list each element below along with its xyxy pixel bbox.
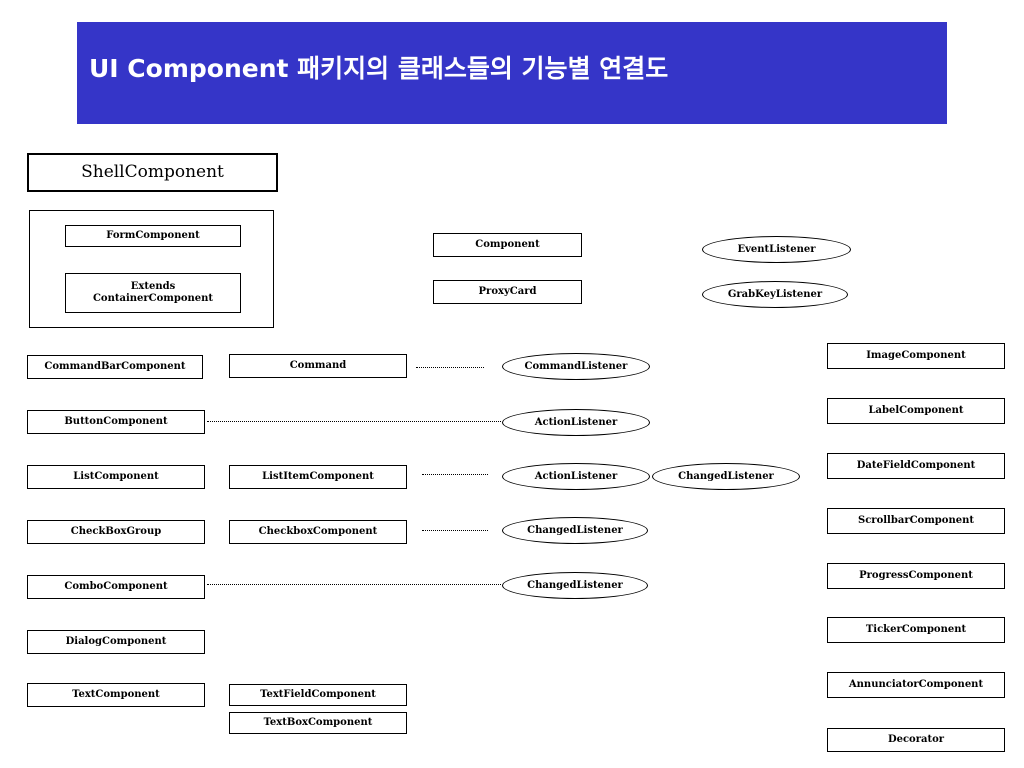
changed-listener-combo-ellipse: ChangedListener [502,572,648,599]
list-item-component-box: ListItemComponent [229,465,407,489]
grab-key-listener-ellipse: GrabKeyListener [702,281,848,308]
button-connector [207,421,501,422]
component-box: Component [433,233,582,257]
button-component-box: ButtonComponent [27,410,205,434]
changed-listener-list-ellipse: ChangedListener [652,463,800,490]
shell-component-box: ShellComponent [27,153,278,192]
decorator-box: Decorator [827,728,1005,752]
checkbox-component-box: CheckboxComponent [229,520,407,544]
date-field-component-box: DateFieldComponent [827,453,1005,479]
form-component-box: FormComponent [65,225,241,247]
text-component-box: TextComponent [27,683,205,707]
extends-container-component-box: Extends ContainerComponent [65,273,241,313]
checkbox-group-box: CheckBoxGroup [27,520,205,544]
command-bar-component-box: CommandBarComponent [27,355,203,379]
combo-component-box: ComboComponent [27,575,205,599]
command-box: Command [229,354,407,378]
checkbox-connector [422,530,488,531]
label-component-box: LabelComponent [827,398,1005,424]
image-component-box: ImageComponent [827,343,1005,369]
page-title: UI Component 패키지의 클래스들의 기능별 연결도 [89,54,669,83]
action-listener-button-ellipse: ActionListener [502,409,650,436]
command-listener-ellipse: CommandListener [502,353,650,380]
title-bar: UI Component 패키지의 클래스들의 기능별 연결도 [77,22,947,124]
scrollbar-component-box: ScrollbarComponent [827,508,1005,534]
command-connector [416,367,484,368]
ticker-component-box: TickerComponent [827,617,1005,643]
proxy-card-box: ProxyCard [433,280,582,304]
event-listener-ellipse: EventListener [702,236,851,263]
dialog-component-box: DialogComponent [27,630,205,654]
text-field-component-box: TextFieldComponent [229,684,407,706]
changed-listener-checkbox-ellipse: ChangedListener [502,517,648,544]
list-component-box: ListComponent [27,465,205,489]
annunciator-component-box: AnnunciatorComponent [827,672,1005,698]
list-item-connector [422,474,488,475]
combo-connector [207,584,501,585]
progress-component-box: ProgressComponent [827,563,1005,589]
action-listener-list-ellipse: ActionListener [502,463,650,490]
container-group [29,210,274,328]
text-box-component-box: TextBoxComponent [229,712,407,734]
